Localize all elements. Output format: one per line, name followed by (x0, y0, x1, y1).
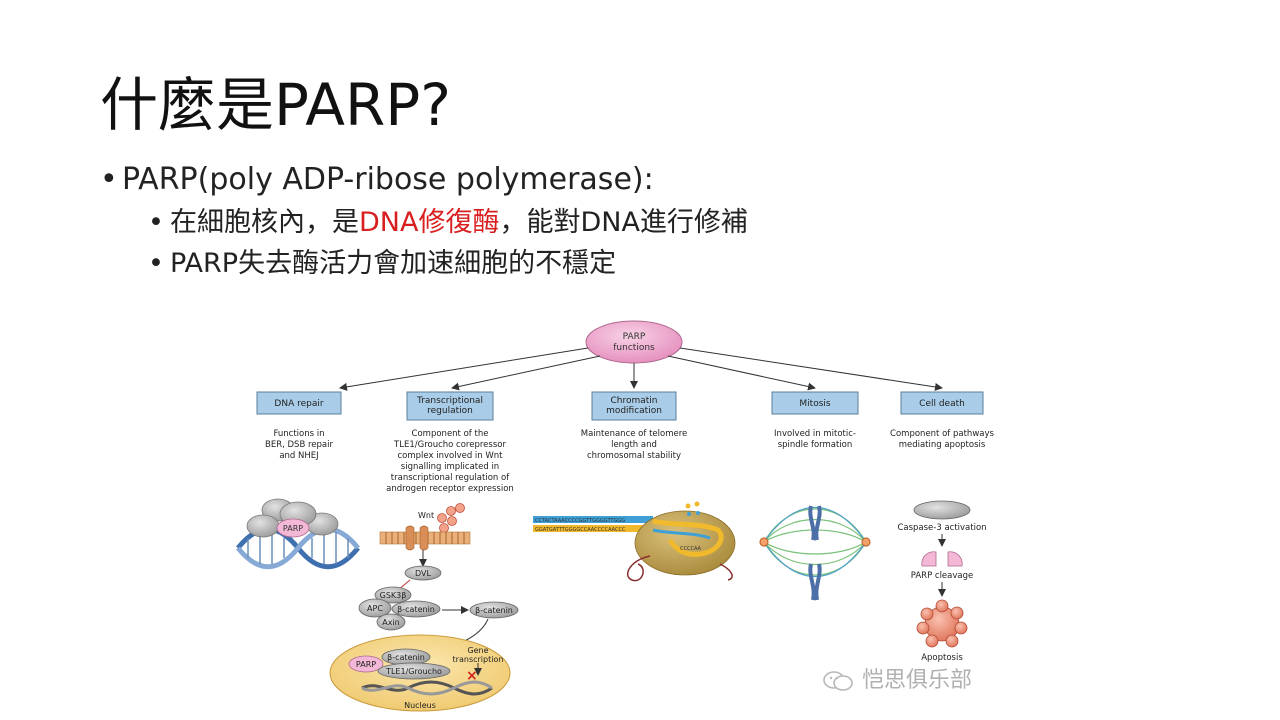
category-label-dna-repair: DNA repair (274, 399, 323, 409)
telomere-illustration: CCTACTAAACCCCGGTTGGGGTTGGG GGATGATTTGGGG… (533, 501, 736, 582)
arrow-mitosis (667, 355, 816, 391)
category-box-transcriptional (406, 391, 494, 421)
nucleus-label: Nucleus (404, 701, 436, 710)
gsk-label: GSK3β (380, 591, 407, 600)
apoptosis-illustration: Caspase-3 activation PARP cleavage Apopt… (897, 500, 987, 663)
category-box-dna-repair (256, 391, 342, 415)
bcat-free-label: β-catenin (475, 606, 513, 615)
bullet-dot: • (100, 162, 118, 197)
cleavage-label: PARP cleavage (911, 571, 973, 581)
category-box-chromatin (591, 391, 677, 421)
apc-label: APC (367, 604, 383, 613)
slide-title: 什麼是PARP? (100, 71, 452, 139)
watermark-text: 恺思俱乐部 (862, 668, 973, 693)
wnt-pathway-illustration: Wnt DVL GSK3β APC β-catenin Axin (329, 503, 519, 712)
dvl-label: DVL (415, 569, 431, 578)
mitotic-spindle-illustration (759, 505, 871, 601)
wechat-icon (823, 671, 853, 691)
bcat-nuc-label: β-catenin (387, 653, 425, 662)
telomere-cap-seq: CCCCAA (680, 546, 702, 552)
telomere-bottom-seq: GGATGATTTGGGGCCAACCCCAACCC (535, 527, 626, 533)
sub-bullet-text-b: ，能對DNA進行修補 (499, 207, 748, 238)
caspase-label: Caspase-3 activation (897, 523, 986, 533)
sub-bullet-instability: •PARP失去酶活力會加速細胞的不穩定 (148, 246, 616, 282)
arrow-cell-death (679, 347, 943, 391)
bcat-label: β-catenin (397, 605, 435, 614)
sub-bullet-text: PARP失去酶活力會加速細胞的不穩定 (170, 248, 617, 279)
sub-bullet-dna-repair: •在細胞核內，是DNA修復酶，能對DNA進行修補 (148, 205, 748, 241)
dna-repair-illustration: PARP (236, 498, 360, 570)
bullet-parp-definition: •PARP(poly ADP-ribose polymerase): (100, 160, 654, 200)
arrow-transcriptional (451, 355, 601, 391)
category-box-cell-death (900, 391, 984, 415)
category-box-mitosis (771, 391, 859, 415)
category-label-cell-death: Cell death (919, 399, 965, 409)
tle-label: TLE1/Groucho (385, 667, 442, 676)
sub-bullet-highlight: DNA修復酶 (359, 207, 500, 238)
bullet-text: PARP(poly ADP-ribose polymerase): (122, 162, 654, 197)
svg-text:×: × (466, 668, 478, 684)
category-label-mitosis: Mitosis (799, 399, 830, 409)
watermark: 恺思俱乐部 (822, 662, 972, 694)
axin-label: Axin (382, 618, 400, 627)
root-node (585, 320, 683, 364)
bullet-dot: • (148, 207, 164, 238)
telomere-top-seq: CCTACTAAACCCCGGTTGGGGTTGGG (535, 518, 625, 524)
sub-bullet-text-a: 在細胞核內，是 (170, 207, 359, 238)
parp-label: PARP (283, 524, 303, 533)
bullet-dot: • (148, 248, 164, 279)
parp-nuc-label: PARP (356, 660, 376, 669)
category-desc-mitosis: Involved in mitotic-spindle formation (774, 429, 856, 450)
arrow-dna-repair (339, 347, 589, 391)
wnt-label: Wnt (418, 511, 434, 520)
apoptosis-label: Apoptosis (921, 653, 963, 663)
parp-protein (276, 518, 310, 538)
